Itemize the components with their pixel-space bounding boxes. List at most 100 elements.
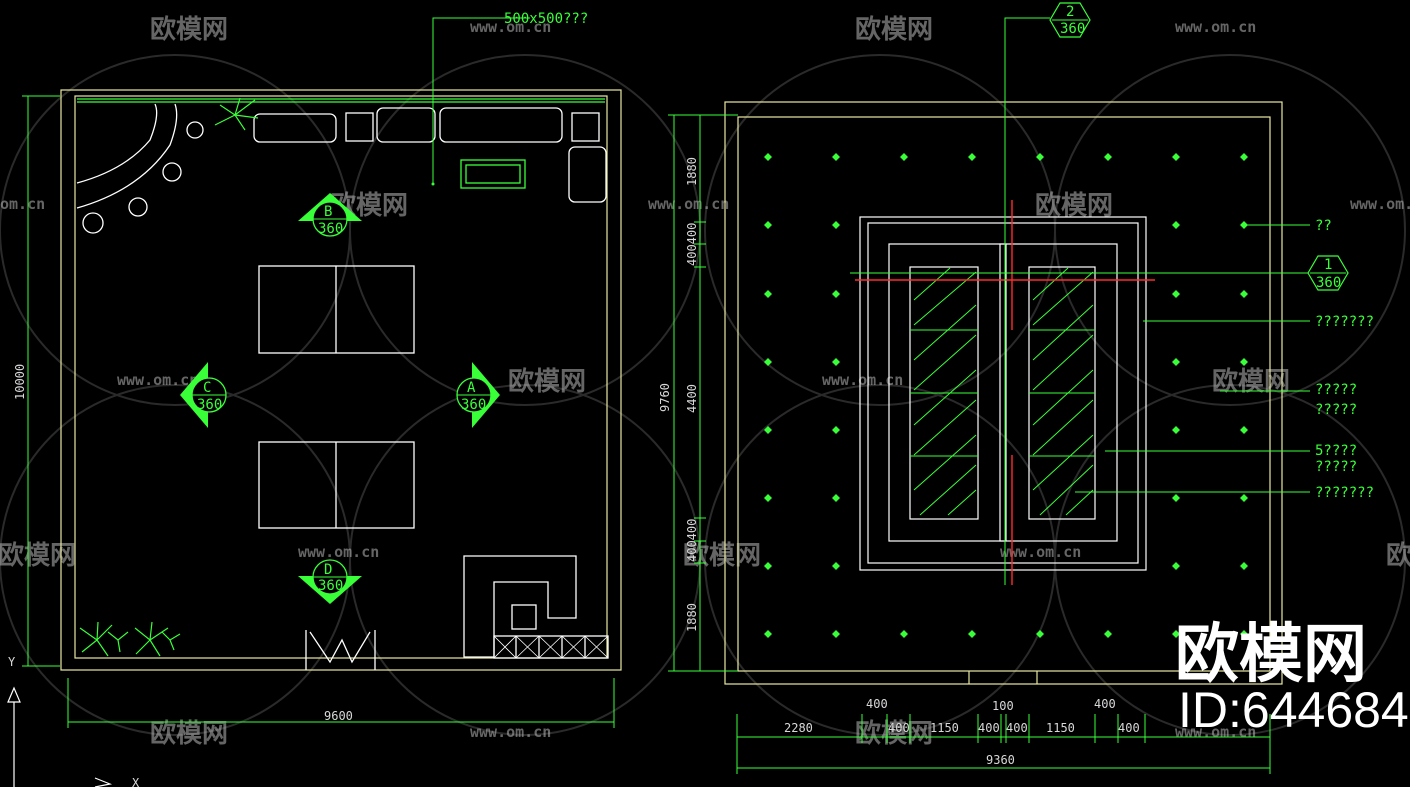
watermark-brand: 欧模网	[508, 366, 586, 397]
watermark-url: www.om.cn	[1000, 543, 1081, 561]
watermark-url: www.om.cn	[298, 543, 379, 561]
ucs-axis-icon	[7, 686, 113, 787]
dim-1880-bot: 1880	[685, 603, 699, 632]
dim-plan-width: 9600	[324, 709, 353, 723]
downlight-icon	[968, 630, 976, 638]
watermark-logo-large: 欧模网	[1175, 618, 1367, 692]
downlight-icon	[832, 290, 840, 298]
plan-furniture	[76, 98, 609, 670]
section-num: 1	[1324, 257, 1332, 273]
downlight-icon	[1172, 630, 1180, 638]
section-angle: 360	[1060, 21, 1085, 37]
marker-angle: 360	[318, 221, 343, 237]
downlight-icon	[1240, 630, 1248, 638]
dim-row-400: 400	[978, 721, 1000, 735]
dim-400400-bot: 400400	[685, 519, 699, 562]
watermark-brand: 欧模网	[1212, 366, 1290, 397]
ceiling-glass-hatch	[910, 267, 1095, 516]
watermark-brand: 欧模网	[855, 718, 933, 749]
dim-row-400: 400	[1118, 721, 1140, 735]
downlight-icon	[764, 630, 772, 638]
watermark-url: www.om.cn	[117, 371, 198, 389]
downlight-icon	[1240, 494, 1248, 502]
downlight-icon	[764, 494, 772, 502]
plant-icon	[79, 97, 259, 657]
section-marker-2: 2 360	[1004, 2, 1091, 585]
downlight-icon	[1036, 153, 1044, 161]
downlight-icon	[900, 630, 908, 638]
watermark-brand: 欧模网	[1386, 540, 1410, 571]
watermark-brand: 欧模网	[683, 540, 761, 571]
downlight-icon	[1172, 153, 1180, 161]
downlight-icon	[764, 426, 772, 434]
marker-letter: A	[467, 380, 476, 396]
downlight-icon	[832, 221, 840, 229]
marker-angle: 360	[318, 578, 343, 594]
downlight-icon	[832, 426, 840, 434]
downlight-icon	[1104, 630, 1112, 638]
downlight-grid	[764, 153, 1248, 638]
top-tag-label: 500x500???	[504, 11, 588, 27]
downlight-icon	[832, 494, 840, 502]
downlight-icon	[1240, 562, 1248, 570]
callout-label: ?????	[1315, 382, 1357, 398]
watermark-url: www.om.cn	[470, 18, 551, 36]
watermark-url: www.om.cn	[470, 723, 551, 741]
ceiling-outline	[724, 101, 1283, 685]
floor-plan: 500x500??? B 360 C 360 A 360	[13, 11, 622, 728]
downlight-icon	[1172, 358, 1180, 366]
dim-ceiling-total-width: 9360	[986, 753, 1015, 767]
watermark-url: www.om.cn	[1175, 18, 1256, 36]
marker-angle: 360	[197, 397, 222, 413]
downlight-icon	[1172, 426, 1180, 434]
downlight-icon	[832, 562, 840, 570]
downlight-icon	[764, 221, 772, 229]
marker-letter: C	[203, 380, 211, 396]
dim-row-1150: 1150	[1046, 721, 1075, 735]
view-marker-c: C 360	[180, 362, 227, 428]
watermark-brand: 欧模网	[1035, 190, 1113, 221]
downlight-icon	[1240, 153, 1248, 161]
downlight-icon	[900, 153, 908, 161]
downlight-icon	[1172, 290, 1180, 298]
dim-row-400: 400	[888, 721, 910, 735]
downlight-icon	[832, 358, 840, 366]
watermark-brand: 欧模网	[150, 718, 228, 749]
ceiling-left-dimensions	[668, 114, 738, 672]
dim-top-400-right: 400	[1094, 697, 1116, 711]
watermark-url: om.cn	[0, 195, 45, 213]
section-marker-1: 1 360	[850, 255, 1349, 291]
callout-label: 5????	[1315, 443, 1357, 459]
downlight-icon	[1240, 221, 1248, 229]
dim-row-400: 400	[1006, 721, 1028, 735]
callout-label: ???????	[1315, 485, 1374, 501]
downlight-icon	[764, 290, 772, 298]
dim-top-400-left: 400	[866, 697, 888, 711]
watermark-layer	[0, 54, 1406, 736]
view-marker-b: B 360	[298, 193, 362, 237]
downlight-icon	[1172, 221, 1180, 229]
marker-letter: B	[324, 204, 332, 220]
ceiling-frames	[859, 216, 1147, 571]
top-tag-leader: 500x500???	[431, 11, 588, 186]
dim-top-100: 100	[992, 699, 1014, 713]
watermark-brand: 欧模网	[150, 14, 228, 45]
callout-label: ?????	[1315, 459, 1357, 475]
watermark-text-layer: 欧模网 欧模网 www.om.cn www.om.cn om.cn 欧模网 ww…	[0, 14, 1410, 749]
downlight-icon	[1240, 426, 1248, 434]
downlight-icon	[764, 358, 772, 366]
plan-walls	[60, 89, 622, 671]
watermark-brand: 欧模网	[0, 540, 76, 571]
callout-label: ?????	[1315, 402, 1357, 418]
plan-dimension-lines	[22, 95, 615, 728]
downlight-icon	[832, 153, 840, 161]
downlight-icon	[1036, 630, 1044, 638]
ceiling-bottom-dimensions	[736, 714, 1271, 774]
downlight-icon	[764, 562, 772, 570]
dim-4400: 4400	[685, 384, 699, 413]
ceiling-plan: 2 360 1 360 ?? ??????? ????? ????? 5????…	[658, 2, 1374, 774]
downlight-icon	[764, 153, 772, 161]
watermark-brand: 欧模网	[855, 14, 933, 45]
downlight-icon	[1240, 290, 1248, 298]
callout-label: ??	[1315, 218, 1332, 234]
